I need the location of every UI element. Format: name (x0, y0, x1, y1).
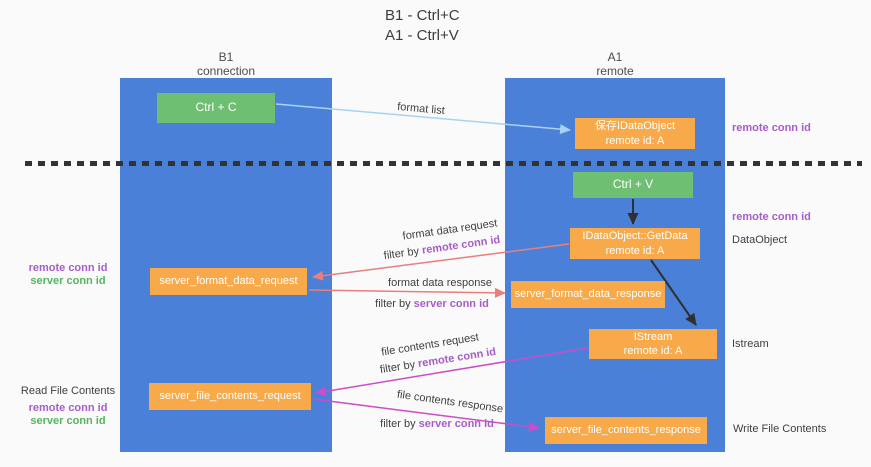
lifeline-a1-name: A1 (607, 50, 623, 64)
node-format-request-label: server_format_data_request (159, 275, 298, 288)
label-format-data-response: format data response (388, 277, 492, 289)
diagram-title: B1 - Ctrl+C A1 - Ctrl+V (385, 6, 460, 47)
filter-by-text: filter by (383, 245, 420, 263)
lifeline-header-b1: B1 connection (120, 50, 332, 79)
left-server-conn-id-1: server conn id (30, 275, 106, 288)
filter-by-text: filter by (379, 358, 417, 377)
lifeline-b1-subtitle: connection (196, 64, 256, 79)
arrow-format-data-response (308, 287, 506, 298)
node-istream-line2: remote id: A (623, 345, 683, 357)
label-filter-by-remote-1: filter by remote conn id (383, 234, 501, 262)
left-remote-conn-id-2: remote conn id (28, 402, 108, 414)
server-conn-id-text: server conn id (418, 418, 494, 430)
node-getdata-line1: IDataObject::GetData (582, 230, 688, 243)
left-conn-id-pair-2: remote conn id server conn id (13, 402, 123, 429)
node-save-idataobject: 保存IDataObject remote id: A (575, 118, 695, 149)
label-dataobject: DataObject (732, 234, 788, 246)
label-format-list: format list (396, 100, 446, 118)
node-ctrl-v: Ctrl + V (573, 172, 693, 198)
node-save-idataobject-line2: remote id: A (605, 134, 665, 147)
label-filter-by-server-1: filter by server conn id (375, 298, 489, 310)
label-filter-by-server-2: filter by server conn id (380, 418, 494, 430)
lifeline-header-a1: A1 remote (505, 50, 725, 79)
left-server-conn-id-2: server conn id (30, 415, 106, 428)
node-file-request-label: server_file_contents_request (159, 390, 301, 403)
node-format-response-label: server_format_data_response (514, 288, 662, 301)
label-write-file-contents: Write File Contents (733, 423, 827, 435)
filter-by-text: filter by (375, 298, 411, 310)
node-ctrl-v-label: Ctrl + V (612, 177, 654, 192)
node-server-file-contents-response: server_file_contents_response (545, 417, 707, 444)
clipboard-boundary-dashed-line (25, 161, 862, 166)
node-server-format-data-response: server_format_data_response (511, 281, 665, 308)
right-remote-conn-id-top: remote conn id (732, 122, 811, 134)
title-line-a1: A1 - Ctrl+V (385, 27, 459, 45)
node-server-format-data-request: server_format_data_request (150, 268, 307, 295)
node-ctrl-c-label: Ctrl + C (195, 100, 237, 115)
node-save-idataobject-line1: 保存IDataObject (594, 120, 676, 133)
server-conn-id-text: server conn id (413, 298, 489, 310)
filter-by-text: filter by (380, 418, 416, 430)
node-istream: IStream remote id: A (589, 329, 717, 359)
left-conn-id-pair-1: remote conn id server conn id (13, 262, 123, 289)
node-server-file-contents-request: server_file_contents_request (149, 383, 311, 410)
left-remote-conn-id-1: remote conn id (28, 262, 108, 274)
node-ctrl-c: Ctrl + C (157, 93, 275, 123)
node-istream-line1: IStream (633, 330, 673, 343)
right-remote-conn-id-mid: remote conn id (732, 211, 811, 223)
lifeline-b1-name: B1 (218, 50, 234, 64)
label-istream: Istream (732, 338, 769, 350)
label-file-contents-response: file contents response (396, 388, 504, 416)
node-idataobject-getdata: IDataObject::GetData remote id: A (570, 228, 700, 259)
node-getdata-line2: remote id: A (605, 244, 665, 257)
lifeline-a1-subtitle: remote (596, 64, 634, 79)
label-read-file-contents: Read File Contents (20, 385, 116, 397)
title-line-b1: B1 - Ctrl+C (385, 7, 460, 24)
node-file-response-label: server_file_contents_response (551, 424, 701, 437)
